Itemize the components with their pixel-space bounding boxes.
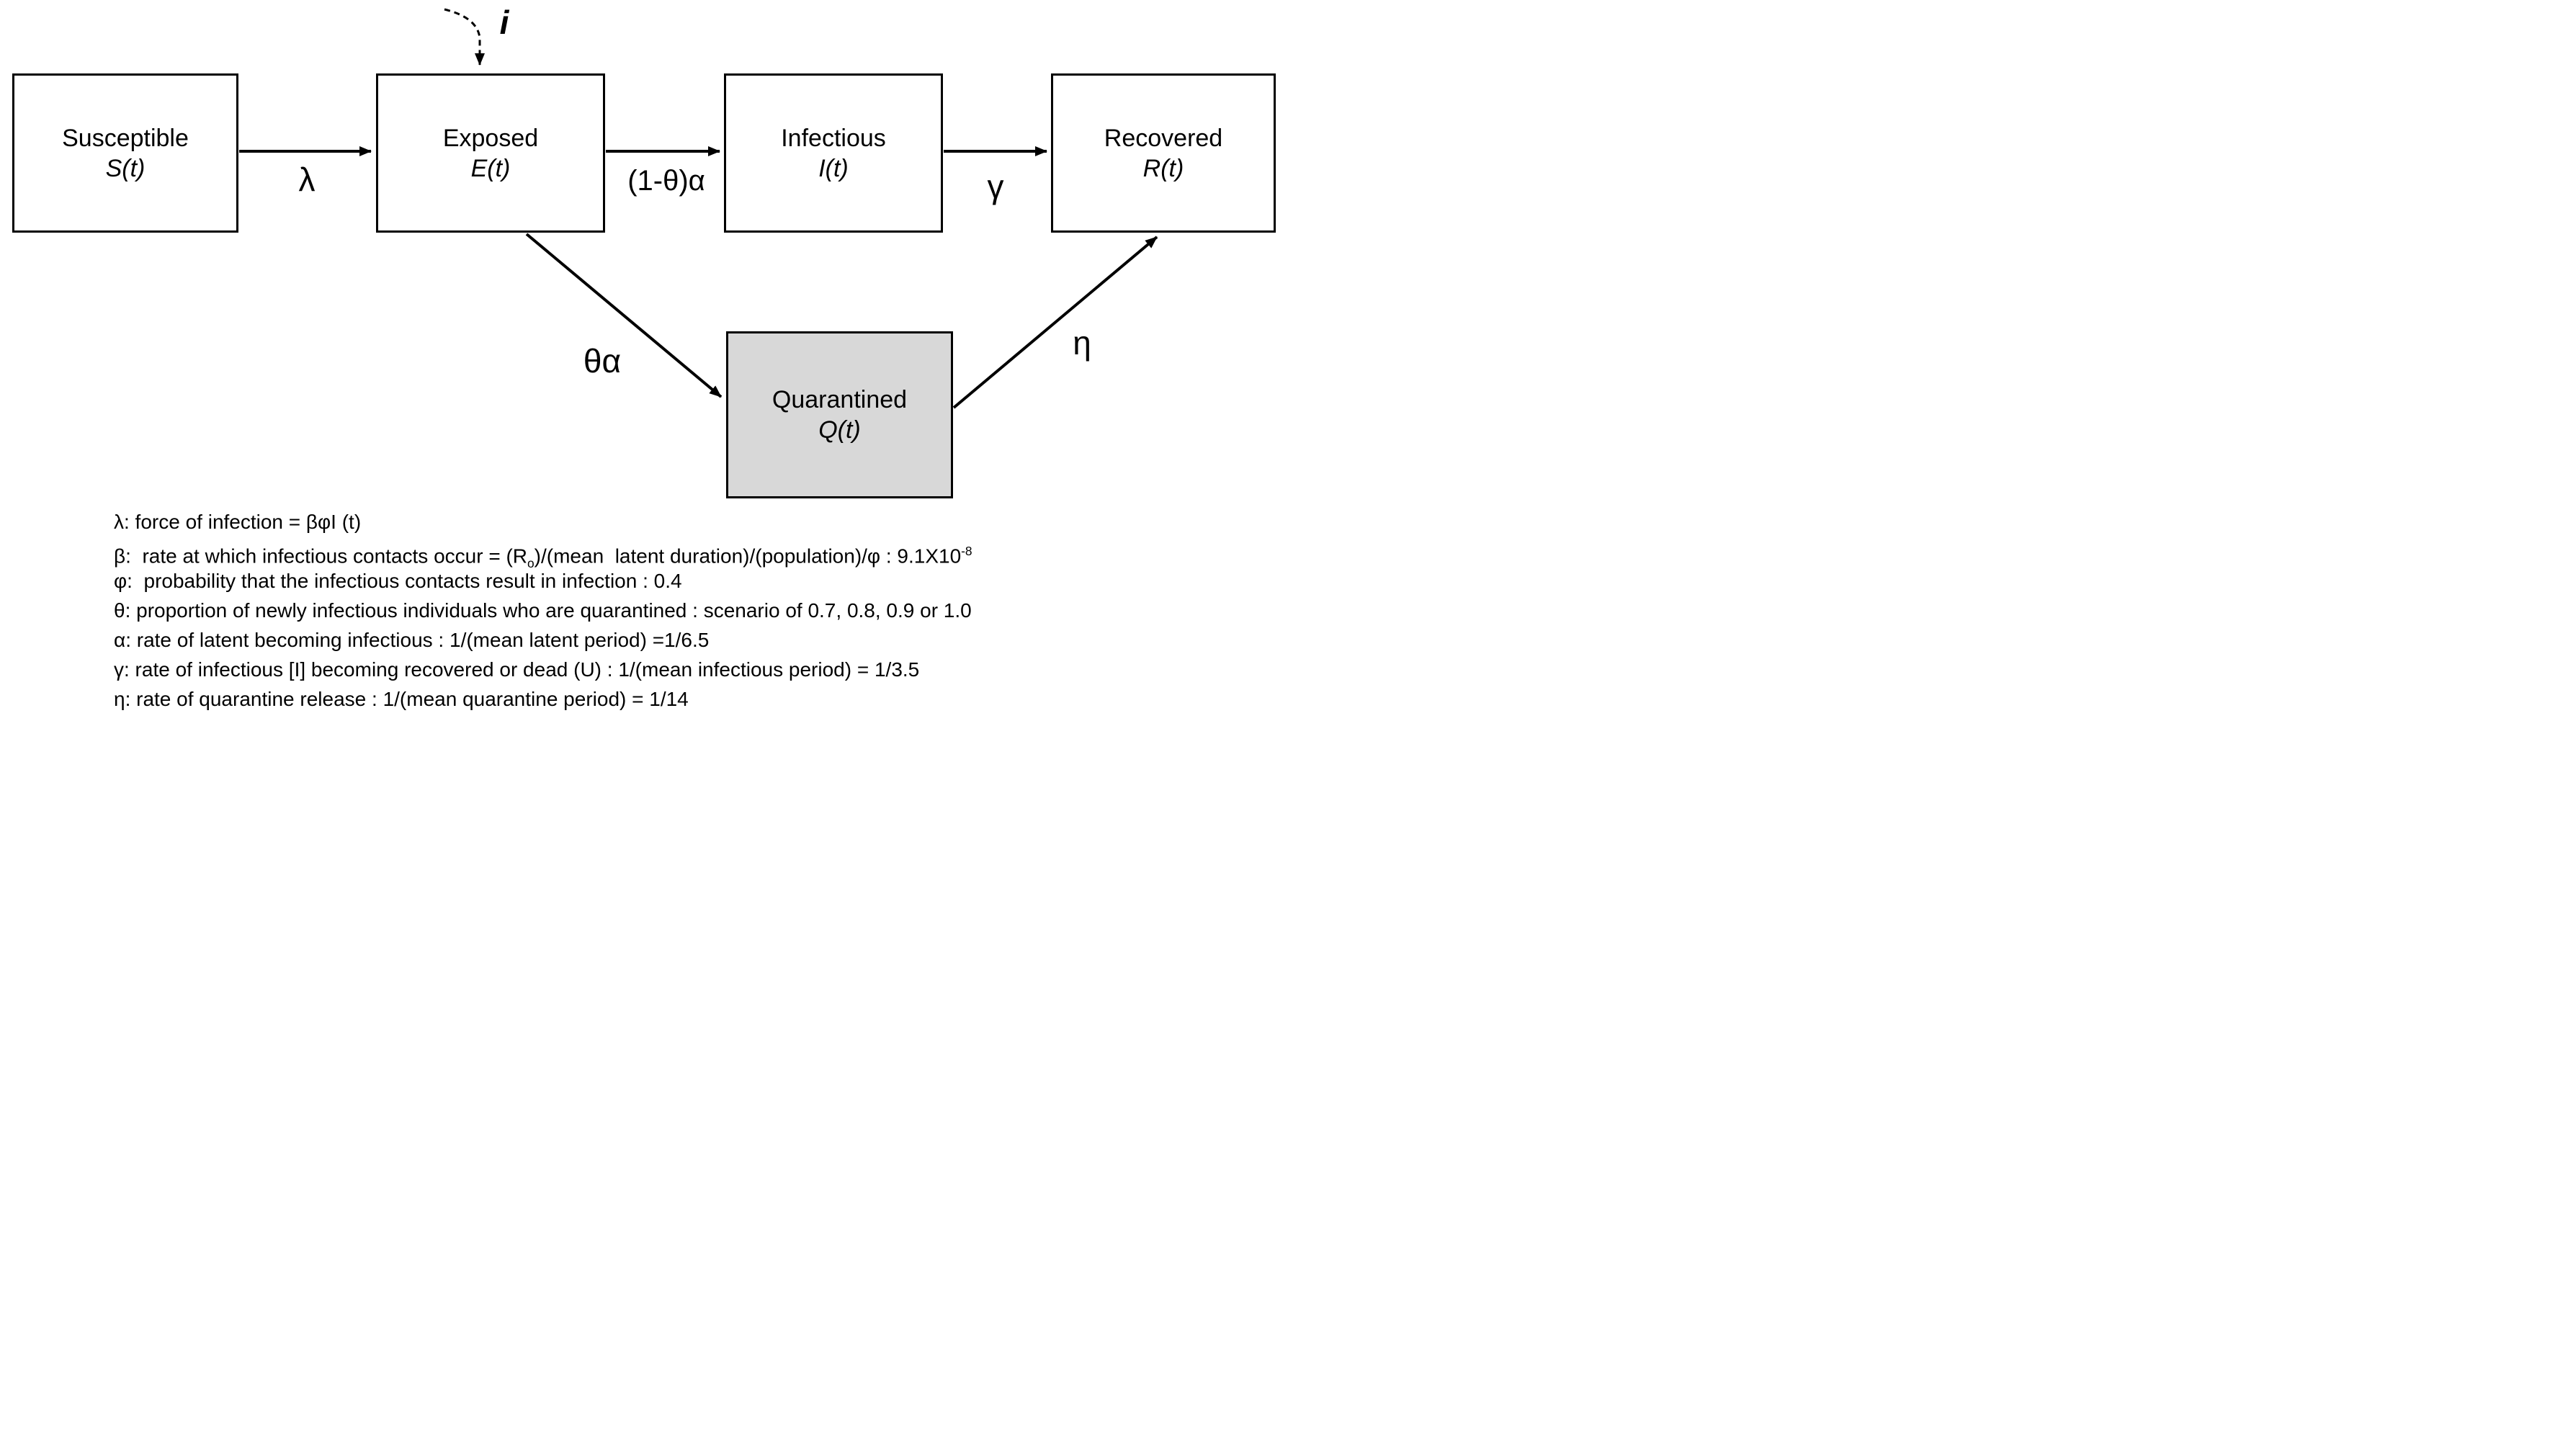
legend-line: λ: force of infection = βφI (t) bbox=[114, 511, 362, 533]
flow-label-theta-alpha: θα bbox=[583, 342, 622, 380]
compartment-symbol: R(t) bbox=[1142, 154, 1184, 182]
flow-arrow-layer bbox=[239, 8, 1158, 409]
imported-cases-dashed-arrow bbox=[444, 8, 485, 66]
compartment-box-exposed: Exposed E(t) bbox=[376, 73, 605, 233]
legend-line: β: rate at which infectious contacts occ… bbox=[114, 544, 972, 570]
legend-line: η: rate of quarantine release : 1/(mean … bbox=[114, 688, 689, 710]
compartment-symbol: I(t) bbox=[818, 154, 849, 182]
compartment-box-susceptible: Susceptible S(t) bbox=[12, 73, 238, 233]
imported-cases-label: i bbox=[499, 4, 509, 41]
flow-label-lambda: λ bbox=[298, 161, 316, 198]
compartment-symbol: E(t) bbox=[470, 154, 511, 182]
compartment-name: Recovered bbox=[1104, 124, 1223, 152]
seiqr-diagram: Susceptible S(t) Exposed E(t) Infectious… bbox=[0, 0, 1288, 717]
legend-line: γ: rate of infectious [I] becoming recov… bbox=[114, 658, 920, 681]
arrow-exposed-to-quarantined bbox=[525, 233, 723, 398]
compartment-box-quarantined: Quarantined Q(t) bbox=[726, 331, 953, 498]
flow-label-gamma: γ bbox=[987, 168, 1004, 205]
legend-line: θ: proportion of newly infectious indivi… bbox=[114, 599, 972, 622]
compartment-name: Exposed bbox=[442, 124, 539, 152]
flow-label-eta: η bbox=[1073, 324, 1091, 362]
compartment-box-recovered: Recovered R(t) bbox=[1051, 73, 1276, 233]
arrow-quarantined-to-recovered bbox=[952, 236, 1158, 409]
compartment-box-infectious: Infectious I(t) bbox=[724, 73, 943, 233]
parameter-legend: λ: force of infection = βφI (t) β: rate a… bbox=[114, 507, 972, 714]
compartment-symbol: S(t) bbox=[105, 154, 146, 182]
compartment-symbol: Q(t) bbox=[818, 416, 861, 444]
compartment-name: Infectious bbox=[781, 124, 886, 152]
legend-line: α: rate of latent becoming infectious : … bbox=[114, 629, 710, 651]
compartment-name: Quarantined bbox=[772, 386, 908, 413]
legend-line: φ: probability that the infectious conta… bbox=[114, 570, 682, 592]
flow-label-one-minus-theta-alpha: (1-θ)α bbox=[627, 165, 705, 197]
compartment-name: Susceptible bbox=[62, 124, 189, 152]
